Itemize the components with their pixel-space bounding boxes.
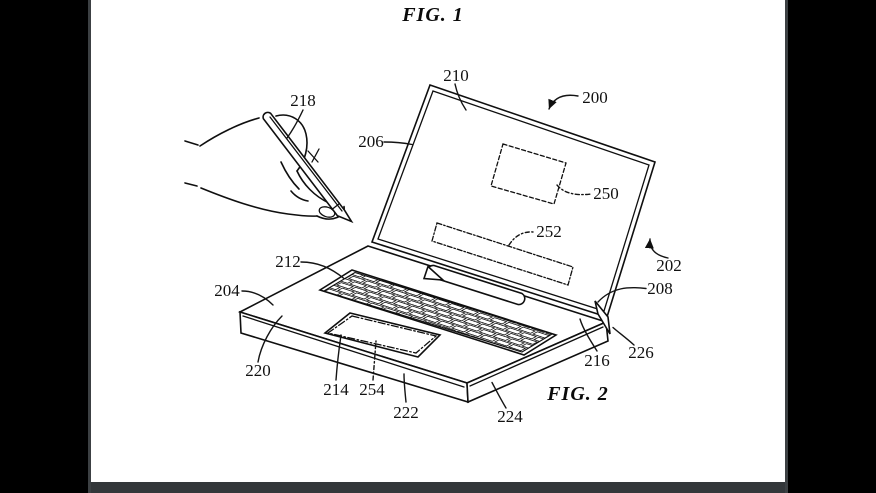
leader-222 [403, 373, 407, 403]
leader-212 [300, 261, 345, 280]
ref-label-250: 250 [593, 184, 619, 203]
ref-label-214: 214 [323, 380, 349, 399]
keyboard [318, 264, 558, 356]
hand-top-contour [199, 117, 260, 147]
leader-210 [454, 83, 467, 111]
ref-label-202: 202 [656, 256, 682, 275]
leader-208 [597, 286, 647, 303]
hinge [594, 300, 611, 335]
leader-224 [491, 381, 507, 409]
stowed-stylus-tip [422, 265, 446, 281]
ref-label-204: 204 [214, 281, 240, 300]
leader-arrow-200 [548, 94, 579, 110]
ref-label-208: 208 [647, 279, 673, 298]
leader-250 [556, 184, 592, 196]
ref-label-252: 252 [536, 222, 562, 241]
finger-crease-2 [311, 148, 320, 163]
middle-finger [280, 161, 300, 190]
hand-holding-stylus [184, 111, 354, 224]
wrist-sketch-dash-top [184, 140, 199, 146]
letterbox-right-edge [785, 0, 788, 493]
figure-2-title: FIG. 2 [546, 383, 609, 405]
ref-label-220: 220 [245, 361, 271, 380]
base-right-edge-line [469, 326, 604, 387]
ref-label-222: 222 [393, 403, 419, 422]
letterbox-right [788, 0, 876, 493]
leader-254 [372, 340, 377, 381]
leader-lines [241, 83, 669, 409]
finger-crease-1 [307, 150, 319, 163]
letterbox-left-edge [88, 0, 91, 493]
stylus-ferrule-line [331, 202, 341, 210]
figure-1-title: FIG. 1 [401, 4, 464, 26]
stylus-shaft-line [269, 116, 343, 212]
leader-arrow-202 [644, 238, 669, 259]
leader-206 [383, 141, 413, 146]
ref-label-210: 210 [443, 66, 469, 85]
base-front-edge-line [242, 315, 465, 388]
trackpad [323, 312, 442, 358]
trackpad-outline [323, 312, 442, 358]
leader-252 [508, 231, 534, 246]
ref-label-218: 218 [290, 91, 316, 110]
bottom-chrome-bar [88, 482, 788, 493]
reference-numerals: FIG. 1 FIG. 2 218 210 200 206 250 252 21… [214, 4, 682, 426]
leader-220 [257, 315, 283, 363]
leader-216 [579, 318, 598, 352]
keyboard-keys-grid [322, 271, 554, 353]
ref-label-216: 216 [584, 351, 610, 370]
ref-label-206: 206 [358, 132, 384, 151]
base-right-face [466, 320, 609, 404]
keyboard-well-outline [318, 269, 558, 356]
trackpad-sensor-outline [326, 315, 438, 354]
thumb-fingernail [318, 206, 336, 218]
laptop-base [237, 245, 611, 404]
middle-finger-curl [290, 190, 309, 202]
ref-label-254: 254 [359, 380, 385, 399]
leader-204 [241, 290, 274, 306]
leader-218 [286, 109, 304, 139]
leader-226 [612, 326, 635, 346]
display-region-252 [431, 222, 574, 286]
ref-label-212: 212 [275, 252, 301, 271]
stylus [262, 111, 354, 224]
wrist-sketch-dash-bottom [184, 182, 198, 187]
letterbox-left [0, 0, 88, 493]
display-region-250 [490, 143, 567, 205]
ref-label-200: 200 [582, 88, 608, 107]
leader-214 [335, 334, 342, 381]
ref-label-224: 224 [497, 407, 523, 426]
hand-bottom-contour [200, 187, 318, 217]
ref-label-226: 226 [628, 343, 654, 362]
